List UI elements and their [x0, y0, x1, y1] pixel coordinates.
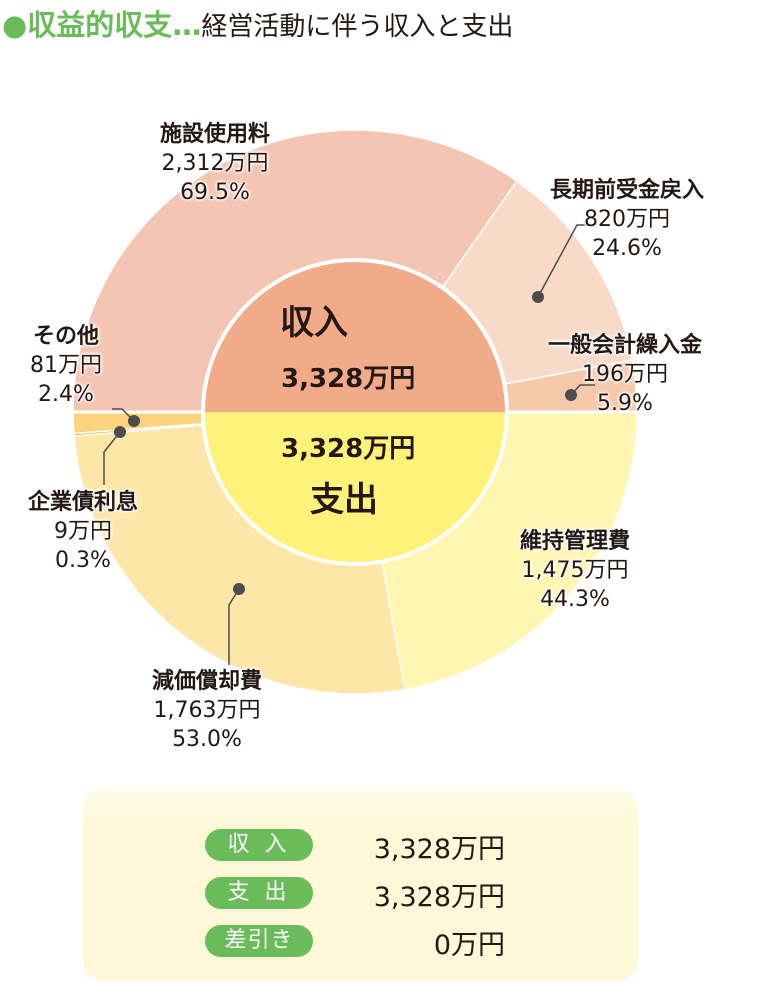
- summary-value: 3,328万円: [373, 882, 505, 913]
- slice-percent: 5.9%: [597, 391, 653, 416]
- leader-dot: [233, 583, 245, 595]
- label-sonota: その他 81万円 2.4%: [30, 322, 102, 409]
- summary-badge: 支 出: [205, 877, 313, 909]
- summary-value: 3,328万円: [373, 834, 505, 865]
- leader-dot: [565, 389, 577, 401]
- slice-percent: 69.5%: [180, 180, 250, 205]
- slice-value: 820万円: [584, 207, 670, 232]
- summary-row-income: 収 入 3,328万円: [205, 829, 505, 865]
- slice-label: 減価償却費: [152, 669, 263, 694]
- leader-line: [103, 431, 121, 485]
- summary-row-expense: 支 出 3,328万円: [205, 877, 505, 913]
- leader-line: [228, 588, 240, 665]
- page-title: ●収益的収支…経営活動に伴う収入と支出: [2, 2, 513, 44]
- slice-value: 9万円: [54, 519, 112, 544]
- summary-row-balance: 差引き 0万円: [205, 925, 505, 961]
- label-iji: 維持管理費 1,475万円 44.3%: [520, 527, 630, 614]
- summary-value: 0万円: [433, 930, 505, 961]
- slice-value: 1,763万円: [153, 698, 261, 723]
- leader-dot: [128, 415, 140, 427]
- slice-label: 維持管理費: [520, 529, 631, 554]
- summary-badge: 差引き: [205, 925, 313, 957]
- title-sub: 経営活動に伴う収入と支出: [201, 12, 514, 42]
- summary-badge: 収 入: [205, 829, 313, 861]
- summary-box: [83, 790, 638, 980]
- slice-label: その他: [32, 324, 99, 349]
- slice-value: 1,475万円: [521, 558, 629, 583]
- label-ippan: 一般会計繰入金 196万円 5.9%: [548, 331, 702, 418]
- center-income-value: 3,328万円: [281, 364, 416, 394]
- slice-value: 196万円: [582, 362, 668, 387]
- label-choki: 長期前受金戻入 820万円 24.6%: [550, 176, 704, 263]
- center-expense-label: 支出: [310, 480, 378, 520]
- label-genka: 減価償却費 1,763万円 53.0%: [152, 667, 262, 754]
- slice-percent: 2.4%: [38, 382, 94, 407]
- slice-label: 一般会計繰入金: [548, 333, 703, 358]
- inner-ring: [201, 258, 509, 566]
- inner-expense: [205, 412, 505, 562]
- label-shisetsu: 施設使用料 2,312万円 69.5%: [160, 120, 270, 207]
- slice-label: 施設使用料: [160, 122, 271, 147]
- slice-value: 81万円: [30, 353, 102, 378]
- inner-income: [205, 262, 505, 412]
- center-income-label: 収入: [280, 303, 348, 343]
- label-kigyosai: 企業債利息 9万円 0.3%: [28, 488, 138, 575]
- slice-percent: 24.6%: [592, 236, 662, 261]
- leader-dot: [532, 291, 544, 303]
- slice-percent: 53.0%: [172, 727, 242, 752]
- slice-value: 2,312万円: [161, 151, 269, 176]
- title-dots: …: [172, 8, 202, 42]
- leader-dot: [114, 426, 126, 438]
- center-expense-value: 3,328万円: [281, 434, 416, 464]
- leader-line: [537, 224, 590, 298]
- slice-percent: 44.3%: [540, 587, 610, 612]
- title-main: ●収益的収支: [2, 8, 173, 42]
- slice-percent: 0.3%: [55, 548, 111, 573]
- slice-label: 長期前受金戻入: [550, 178, 705, 203]
- slice-label: 企業債利息: [28, 490, 139, 515]
